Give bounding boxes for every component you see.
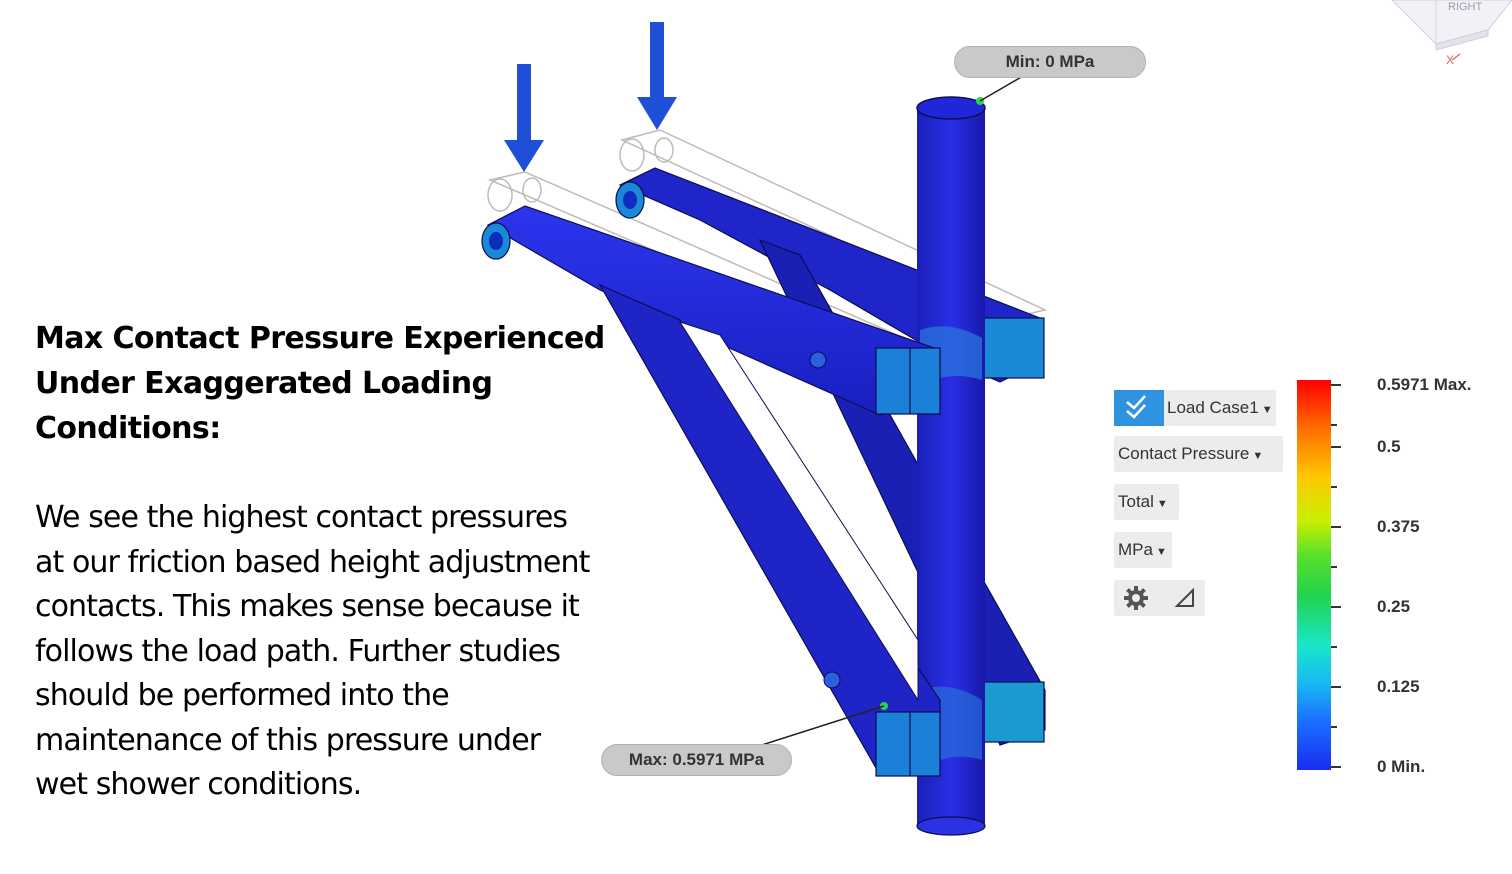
load-case-dropdown[interactable]: Load Case1▼ bbox=[1114, 390, 1276, 426]
slide-body: We see the highest contact pressures at … bbox=[35, 496, 635, 808]
legend-tick bbox=[1331, 726, 1337, 728]
load-arrow-icon bbox=[637, 22, 677, 130]
legend-tools bbox=[1114, 580, 1205, 616]
legend-tick bbox=[1331, 766, 1341, 768]
legend-tick bbox=[1331, 606, 1341, 608]
viewcube[interactable]: RIGHT X bbox=[1388, 0, 1512, 70]
load-arrow-icon bbox=[504, 64, 544, 172]
slide-heading: Max Contact Pressure Experienced Under E… bbox=[35, 316, 635, 451]
chevron-down-icon: ▼ bbox=[1156, 498, 1168, 510]
body-line: should be performed into the bbox=[35, 678, 450, 713]
component-label: Total bbox=[1118, 492, 1154, 511]
body-line: We see the highest contact pressures bbox=[35, 500, 568, 535]
legend-label-max: 0.5971 Max. bbox=[1377, 375, 1472, 394]
chevron-down-icon: ▼ bbox=[1155, 546, 1167, 558]
legend-tick bbox=[1331, 424, 1337, 426]
load-case-label: Load Case1 bbox=[1167, 398, 1259, 417]
max-value-label[interactable]: Max: 0.5971 MPa bbox=[601, 744, 792, 776]
heading-line: Max Contact Pressure Experienced bbox=[35, 321, 605, 356]
legend-label: 0.5 bbox=[1377, 437, 1401, 456]
min-value-label[interactable]: Min: 0 MPa bbox=[954, 46, 1146, 78]
legend-label: 0.25 bbox=[1377, 597, 1411, 616]
probe-icon[interactable] bbox=[1174, 588, 1196, 608]
legend-tick bbox=[1331, 526, 1341, 528]
body-line: wet shower conditions. bbox=[35, 767, 362, 802]
legend-tick bbox=[1331, 566, 1337, 568]
body-line: maintenance of this pressure under bbox=[35, 722, 541, 758]
units-dropdown[interactable]: MPa▼ bbox=[1114, 532, 1172, 568]
result-type-dropdown[interactable]: Contact Pressure▼ bbox=[1114, 436, 1283, 472]
front-arm bbox=[481, 205, 941, 777]
color-legend-bar bbox=[1297, 380, 1331, 770]
legend-tick bbox=[1331, 384, 1341, 386]
gear-icon[interactable] bbox=[1122, 586, 1150, 610]
legend-tick bbox=[1331, 486, 1337, 488]
component-dropdown[interactable]: Total▼ bbox=[1114, 484, 1179, 520]
legend-tick bbox=[1331, 646, 1337, 648]
legend-tick bbox=[1331, 446, 1341, 448]
x-axis-label: X bbox=[1446, 53, 1454, 67]
legend-label: 0.375 bbox=[1377, 517, 1420, 536]
result-type-label: Contact Pressure bbox=[1118, 444, 1250, 463]
units-label: MPa bbox=[1118, 540, 1153, 559]
body-line: contacts. This makes sense because it bbox=[35, 589, 580, 624]
legend-label: 0.125 bbox=[1377, 677, 1420, 696]
viewcube-face-label: RIGHT bbox=[1448, 1, 1483, 13]
heading-line: Conditions: bbox=[35, 411, 221, 446]
chevron-down-icon: ▼ bbox=[1252, 450, 1264, 462]
legend-label-min: 0 Min. bbox=[1377, 757, 1426, 776]
legend-tick bbox=[1331, 686, 1341, 688]
heading-line: Under Exaggerated Loading bbox=[35, 366, 493, 401]
slide-text: Max Contact Pressure Experienced Under E… bbox=[35, 316, 635, 808]
body-line: follows the load path. Further studies bbox=[35, 633, 561, 669]
chevron-down-icon: ▼ bbox=[1261, 404, 1273, 416]
body-line: at our friction based height adjustment bbox=[35, 544, 590, 580]
check-icon[interactable] bbox=[1114, 390, 1164, 426]
